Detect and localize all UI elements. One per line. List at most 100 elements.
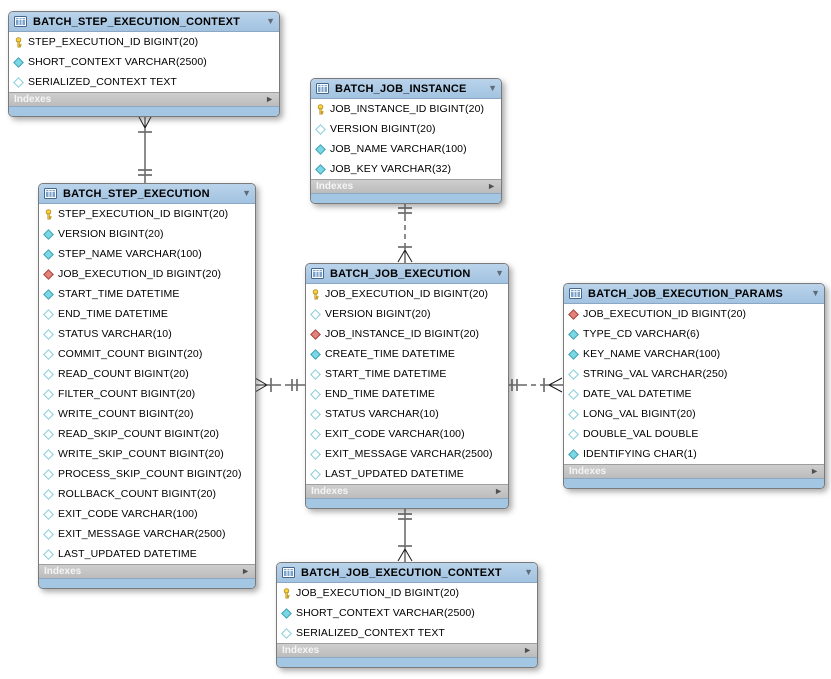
column-row[interactable]: DOUBLE_VAL DOUBLE — [564, 424, 824, 444]
nullable-icon — [281, 627, 292, 639]
column-label: TYPE_CD VARCHAR(6) — [583, 328, 700, 340]
expand-arrow-icon[interactable]: ► — [487, 181, 496, 191]
table-header[interactable]: BATCH_STEP_EXECUTION_CONTEXT▼ — [9, 12, 279, 32]
column-row[interactable]: JOB_EXECUTION_ID BIGINT(20) — [39, 264, 255, 284]
collapse-caret-icon[interactable]: ▼ — [242, 188, 251, 198]
table-header[interactable]: BATCH_JOB_EXECUTION_CONTEXT▼ — [277, 563, 537, 583]
collapse-caret-icon[interactable]: ▼ — [488, 83, 497, 93]
column-row[interactable]: KEY_NAME VARCHAR(100) — [564, 344, 824, 364]
column-row[interactable]: CREATE_TIME DATETIME — [306, 344, 508, 364]
table-header[interactable]: BATCH_JOB_EXECUTION▼ — [306, 264, 508, 284]
not-null-icon — [43, 248, 54, 260]
column-row[interactable]: SERIALIZED_CONTEXT TEXT — [277, 623, 537, 643]
column-row[interactable]: COMMIT_COUNT BIGINT(20) — [39, 344, 255, 364]
column-row[interactable]: VERSION BIGINT(20) — [311, 119, 501, 139]
column-label: READ_COUNT BIGINT(20) — [58, 368, 189, 380]
column-row[interactable]: SHORT_CONTEXT VARCHAR(2500) — [277, 603, 537, 623]
column-row[interactable]: VERSION BIGINT(20) — [306, 304, 508, 324]
column-row[interactable]: EXIT_CODE VARCHAR(100) — [306, 424, 508, 444]
relationship-job-execution-job-execution-params[interactable] — [507, 377, 563, 393]
indexes-footer[interactable]: Indexes► — [306, 484, 508, 498]
column-row[interactable]: EXIT_MESSAGE VARCHAR(2500) — [39, 524, 255, 544]
column-row[interactable]: STATUS VARCHAR(10) — [39, 324, 255, 344]
column-row[interactable]: VERSION BIGINT(20) — [39, 224, 255, 244]
collapse-caret-icon[interactable]: ▼ — [266, 16, 275, 26]
indexes-footer[interactable]: Indexes► — [311, 179, 501, 193]
not-null-icon — [281, 607, 292, 619]
column-row[interactable]: LAST_UPDATED DATETIME — [306, 464, 508, 484]
column-row[interactable]: LONG_VAL BIGINT(20) — [564, 404, 824, 424]
column-label: CREATE_TIME DATETIME — [325, 348, 455, 360]
column-row[interactable]: JOB_EXECUTION_ID BIGINT(20) — [306, 284, 508, 304]
table-batch-job-execution[interactable]: BATCH_JOB_EXECUTION▼JOB_EXECUTION_ID BIG… — [305, 263, 509, 509]
table-batch-step-execution[interactable]: BATCH_STEP_EXECUTION▼STEP_EXECUTION_ID B… — [38, 183, 256, 589]
column-row[interactable]: STRING_VAL VARCHAR(250) — [564, 364, 824, 384]
column-row[interactable]: STEP_EXECUTION_ID BIGINT(20) — [39, 204, 255, 224]
nullable-icon — [315, 123, 326, 135]
table-batch-job-execution-context[interactable]: BATCH_JOB_EXECUTION_CONTEXT▼JOB_EXECUTIO… — [276, 562, 538, 668]
table-header[interactable]: BATCH_JOB_EXECUTION_PARAMS▼ — [564, 284, 824, 304]
column-label: VERSION BIGINT(20) — [325, 308, 431, 320]
column-row[interactable]: DATE_VAL DATETIME — [564, 384, 824, 404]
column-row[interactable]: END_TIME DATETIME — [306, 384, 508, 404]
expand-arrow-icon[interactable]: ► — [494, 486, 503, 496]
nullable-icon — [310, 408, 321, 420]
expand-arrow-icon[interactable]: ► — [265, 94, 274, 104]
column-row[interactable]: ROLLBACK_COUNT BIGINT(20) — [39, 484, 255, 504]
indexes-footer[interactable]: Indexes► — [277, 643, 537, 657]
table-bottom-bar — [39, 578, 255, 588]
indexes-footer[interactable]: Indexes► — [564, 464, 824, 478]
column-row[interactable]: EXIT_CODE VARCHAR(100) — [39, 504, 255, 524]
collapse-caret-icon[interactable]: ▼ — [524, 567, 533, 577]
nullable-icon — [568, 408, 579, 420]
column-row[interactable]: JOB_EXECUTION_ID BIGINT(20) — [277, 583, 537, 603]
collapse-caret-icon[interactable]: ▼ — [811, 288, 820, 298]
column-row[interactable]: STEP_EXECUTION_ID BIGINT(20) — [9, 32, 279, 52]
column-label: SHORT_CONTEXT VARCHAR(2500) — [28, 56, 207, 68]
table-batch-job-execution-params[interactable]: BATCH_JOB_EXECUTION_PARAMS▼JOB_EXECUTION… — [563, 283, 825, 489]
relationship-job-instance-job-execution[interactable] — [397, 201, 413, 263]
column-label: DOUBLE_VAL DOUBLE — [583, 428, 699, 440]
expand-arrow-icon[interactable]: ► — [241, 566, 250, 576]
column-row[interactable]: WRITE_SKIP_COUNT BIGINT(20) — [39, 444, 255, 464]
column-row[interactable]: LAST_UPDATED DATETIME — [39, 544, 255, 564]
column-row[interactable]: WRITE_COUNT BIGINT(20) — [39, 404, 255, 424]
column-row[interactable]: START_TIME DATETIME — [306, 364, 508, 384]
table-header[interactable]: BATCH_JOB_INSTANCE▼ — [311, 79, 501, 99]
expand-arrow-icon[interactable]: ► — [810, 466, 819, 476]
table-batch-job-instance[interactable]: BATCH_JOB_INSTANCE▼JOB_INSTANCE_ID BIGIN… — [310, 78, 502, 204]
column-row[interactable]: READ_SKIP_COUNT BIGINT(20) — [39, 424, 255, 444]
collapse-caret-icon[interactable]: ▼ — [495, 268, 504, 278]
column-row[interactable]: SHORT_CONTEXT VARCHAR(2500) — [9, 52, 279, 72]
column-row[interactable]: JOB_KEY VARCHAR(32) — [311, 159, 501, 179]
relationship-job-execution-job-execution-context[interactable] — [397, 506, 413, 562]
nullable-icon — [568, 388, 579, 400]
indexes-footer[interactable]: Indexes► — [9, 92, 279, 106]
relationship-job-execution-step-execution[interactable] — [254, 377, 305, 393]
column-row[interactable]: JOB_EXECUTION_ID BIGINT(20) — [564, 304, 824, 324]
table-header[interactable]: BATCH_STEP_EXECUTION▼ — [39, 184, 255, 204]
table-bottom-bar — [311, 193, 501, 203]
table-batch-step-execution-context[interactable]: BATCH_STEP_EXECUTION_CONTEXT▼STEP_EXECUT… — [8, 11, 280, 117]
column-row[interactable]: IDENTIFYING CHAR(1) — [564, 444, 824, 464]
column-row[interactable]: SERIALIZED_CONTEXT TEXT — [9, 72, 279, 92]
column-label: JOB_NAME VARCHAR(100) — [330, 143, 467, 155]
column-row[interactable]: JOB_INSTANCE_ID BIGINT(20) — [311, 99, 501, 119]
column-row[interactable]: READ_COUNT BIGINT(20) — [39, 364, 255, 384]
nullable-icon — [43, 508, 54, 520]
column-row[interactable]: EXIT_MESSAGE VARCHAR(2500) — [306, 444, 508, 464]
column-row[interactable]: PROCESS_SKIP_COUNT BIGINT(20) — [39, 464, 255, 484]
column-row[interactable]: JOB_INSTANCE_ID BIGINT(20) — [306, 324, 508, 344]
column-row[interactable]: STEP_NAME VARCHAR(100) — [39, 244, 255, 264]
expand-arrow-icon[interactable]: ► — [523, 645, 532, 655]
column-row[interactable]: FILTER_COUNT BIGINT(20) — [39, 384, 255, 404]
column-label: LONG_VAL BIGINT(20) — [583, 408, 696, 420]
column-row[interactable]: STATUS VARCHAR(10) — [306, 404, 508, 424]
column-row[interactable]: JOB_NAME VARCHAR(100) — [311, 139, 501, 159]
column-row[interactable]: TYPE_CD VARCHAR(6) — [564, 324, 824, 344]
table-icon — [14, 15, 28, 28]
indexes-footer[interactable]: Indexes► — [39, 564, 255, 578]
relationship-step-execution-context-step-execution[interactable] — [137, 114, 153, 183]
column-row[interactable]: END_TIME DATETIME — [39, 304, 255, 324]
column-row[interactable]: START_TIME DATETIME — [39, 284, 255, 304]
